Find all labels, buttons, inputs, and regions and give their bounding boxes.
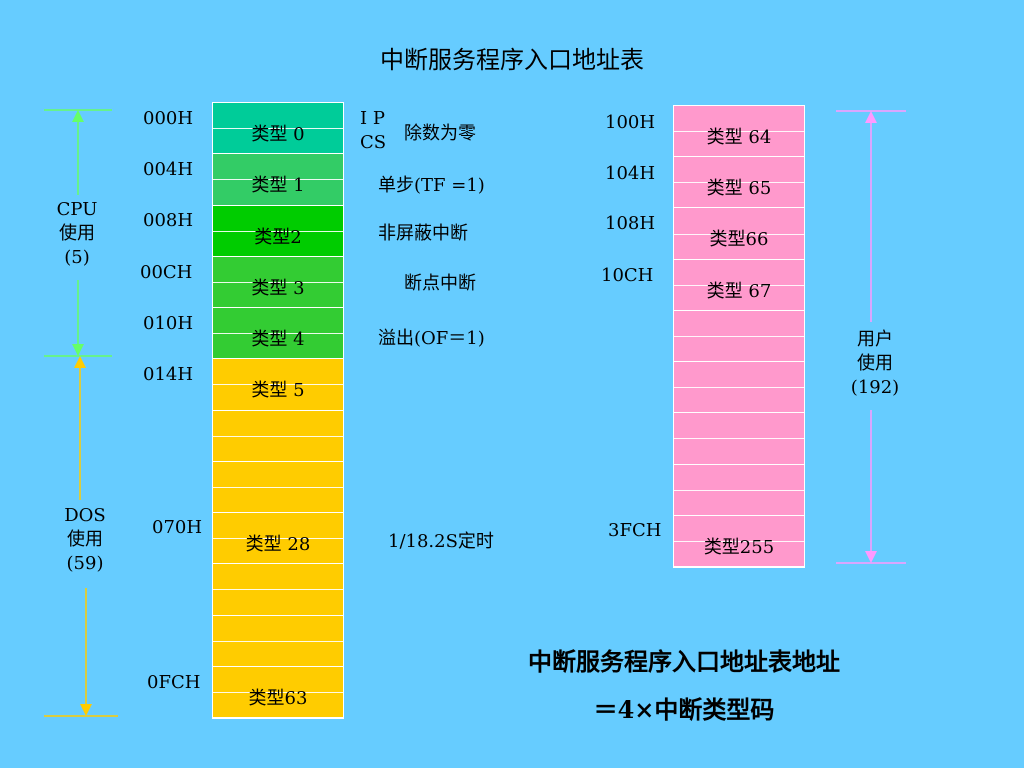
cell-type-label: 类型 3 <box>251 277 305 299</box>
low-vector-cell <box>213 461 343 513</box>
cell-type-label: 类型 28 <box>245 534 311 555</box>
cell-type-label: 类型255 <box>703 536 775 558</box>
low-vector-cell <box>213 564 343 616</box>
low-vector-cell: 类型 0 <box>213 103 343 155</box>
address-00ch: 00CH <box>140 262 193 283</box>
high-vector-cell <box>674 362 804 414</box>
cell-type-label: 类型 5 <box>251 380 305 402</box>
user-line3: (192) <box>850 377 900 398</box>
address-010h: 010H <box>143 313 194 334</box>
cell-divider <box>674 131 804 133</box>
cell-divider <box>213 128 343 130</box>
desc-overflow: 溢出(OF＝1) <box>378 328 485 349</box>
cs-label: CS <box>360 132 387 153</box>
high-vector-cell: 类型 67 <box>674 259 804 311</box>
page-title: 中断服务程序入口地址表 <box>380 46 644 74</box>
cell-divider <box>213 230 343 232</box>
cpu-line1: CPU <box>56 199 98 220</box>
high-vector-cell <box>674 310 804 363</box>
dos-line1: DOS <box>64 505 106 526</box>
cell-divider <box>674 233 804 235</box>
address-070h: 070H <box>152 517 203 538</box>
address-000h: 000H <box>143 108 194 129</box>
desc-nmi: 非屏蔽中断 <box>378 223 468 244</box>
cell-type-label: 类型66 <box>709 229 769 251</box>
address-014h: 014H <box>143 364 194 385</box>
desc-single-step: 单步(TF =1) <box>378 175 485 196</box>
cpu-usage-label: CPU 使用 (5) <box>47 198 107 270</box>
cell-divider <box>213 538 343 540</box>
ip-label: I P <box>360 108 385 129</box>
address-108h: 108H <box>605 213 656 234</box>
cell-divider <box>213 640 343 642</box>
cell-type-label: 类型 4 <box>251 329 305 350</box>
cell-type-label: 类型 1 <box>251 175 305 197</box>
cell-divider <box>213 691 343 693</box>
cell-type-label: 类型2 <box>254 226 302 248</box>
user-line2: 使用 <box>857 353 893 374</box>
user-line1: 用户 <box>857 329 893 350</box>
address-10ch: 10CH <box>601 265 654 286</box>
interrupt-vector-table-high: 类型 64 类型 65 类型66 类型 67 类型255 <box>673 105 805 568</box>
low-vector-cell: 类型 1 <box>213 154 343 206</box>
high-vector-cell: 类型255 <box>674 515 804 567</box>
low-vector-cell: 类型63 <box>213 666 343 718</box>
cell-divider <box>674 540 804 542</box>
cell-divider <box>213 179 343 181</box>
desc-timer: 1/18.2S定时 <box>388 531 494 552</box>
cell-type-label: 类型 64 <box>706 127 772 148</box>
address-008h: 008H <box>143 210 194 231</box>
high-vector-cell: 类型66 <box>674 208 804 260</box>
cell-divider <box>674 438 804 440</box>
cell-divider <box>213 333 343 335</box>
low-vector-cell: 类型 3 <box>213 256 343 308</box>
high-vector-cell <box>674 464 804 516</box>
cell-type-label: 类型63 <box>248 687 308 709</box>
dos-line3: (59) <box>66 553 104 574</box>
address-100h: 100H <box>605 112 656 133</box>
cell-type-label: 类型 67 <box>706 280 772 302</box>
cell-divider <box>213 384 343 386</box>
high-vector-cell <box>674 413 804 465</box>
cell-divider <box>213 435 343 437</box>
cell-type-label: 类型 0 <box>251 124 305 145</box>
cpu-line2: 使用 <box>59 223 95 244</box>
user-usage-label: 用户 使用 (192) <box>840 328 910 400</box>
high-vector-cell: 类型 64 <box>674 106 804 158</box>
cell-divider <box>213 486 343 488</box>
low-vector-cell: 类型 5 <box>213 359 343 411</box>
cell-divider <box>674 182 804 184</box>
high-vector-cell: 类型 65 <box>674 157 804 209</box>
low-vector-cell <box>213 615 343 667</box>
desc-divide-by-zero: 除数为零 <box>404 123 476 144</box>
dos-usage-label: DOS 使用 (59) <box>55 504 115 576</box>
address-104h: 104H <box>605 163 656 184</box>
formula-line2: ＝4×中断类型码 <box>593 695 775 724</box>
cell-divider <box>213 589 343 591</box>
low-vector-cell: 类型 4 <box>213 308 343 360</box>
cell-divider <box>674 489 804 491</box>
cell-divider <box>674 387 804 389</box>
cell-type-label: 类型 65 <box>706 178 772 200</box>
low-vector-cell: 类型 28 <box>213 513 343 565</box>
cell-divider <box>213 281 343 283</box>
address-004h: 004H <box>143 159 194 180</box>
interrupt-vector-table-low: 类型 0 类型 1 类型2 类型 3 类型 4 类型 5 类型 28 类型63 <box>212 102 344 719</box>
address-3fch: 3FCH <box>608 520 662 541</box>
low-vector-cell: 类型2 <box>213 205 343 257</box>
cpu-line3: (5) <box>64 247 90 268</box>
cell-divider <box>674 284 804 286</box>
formula-line1: 中断服务程序入口地址表地址 <box>528 647 840 676</box>
dos-line2: 使用 <box>67 529 103 550</box>
cell-divider <box>674 335 804 337</box>
desc-breakpoint: 断点中断 <box>404 273 476 294</box>
address-0fch: 0FCH <box>147 672 201 693</box>
low-vector-cell <box>213 410 343 462</box>
